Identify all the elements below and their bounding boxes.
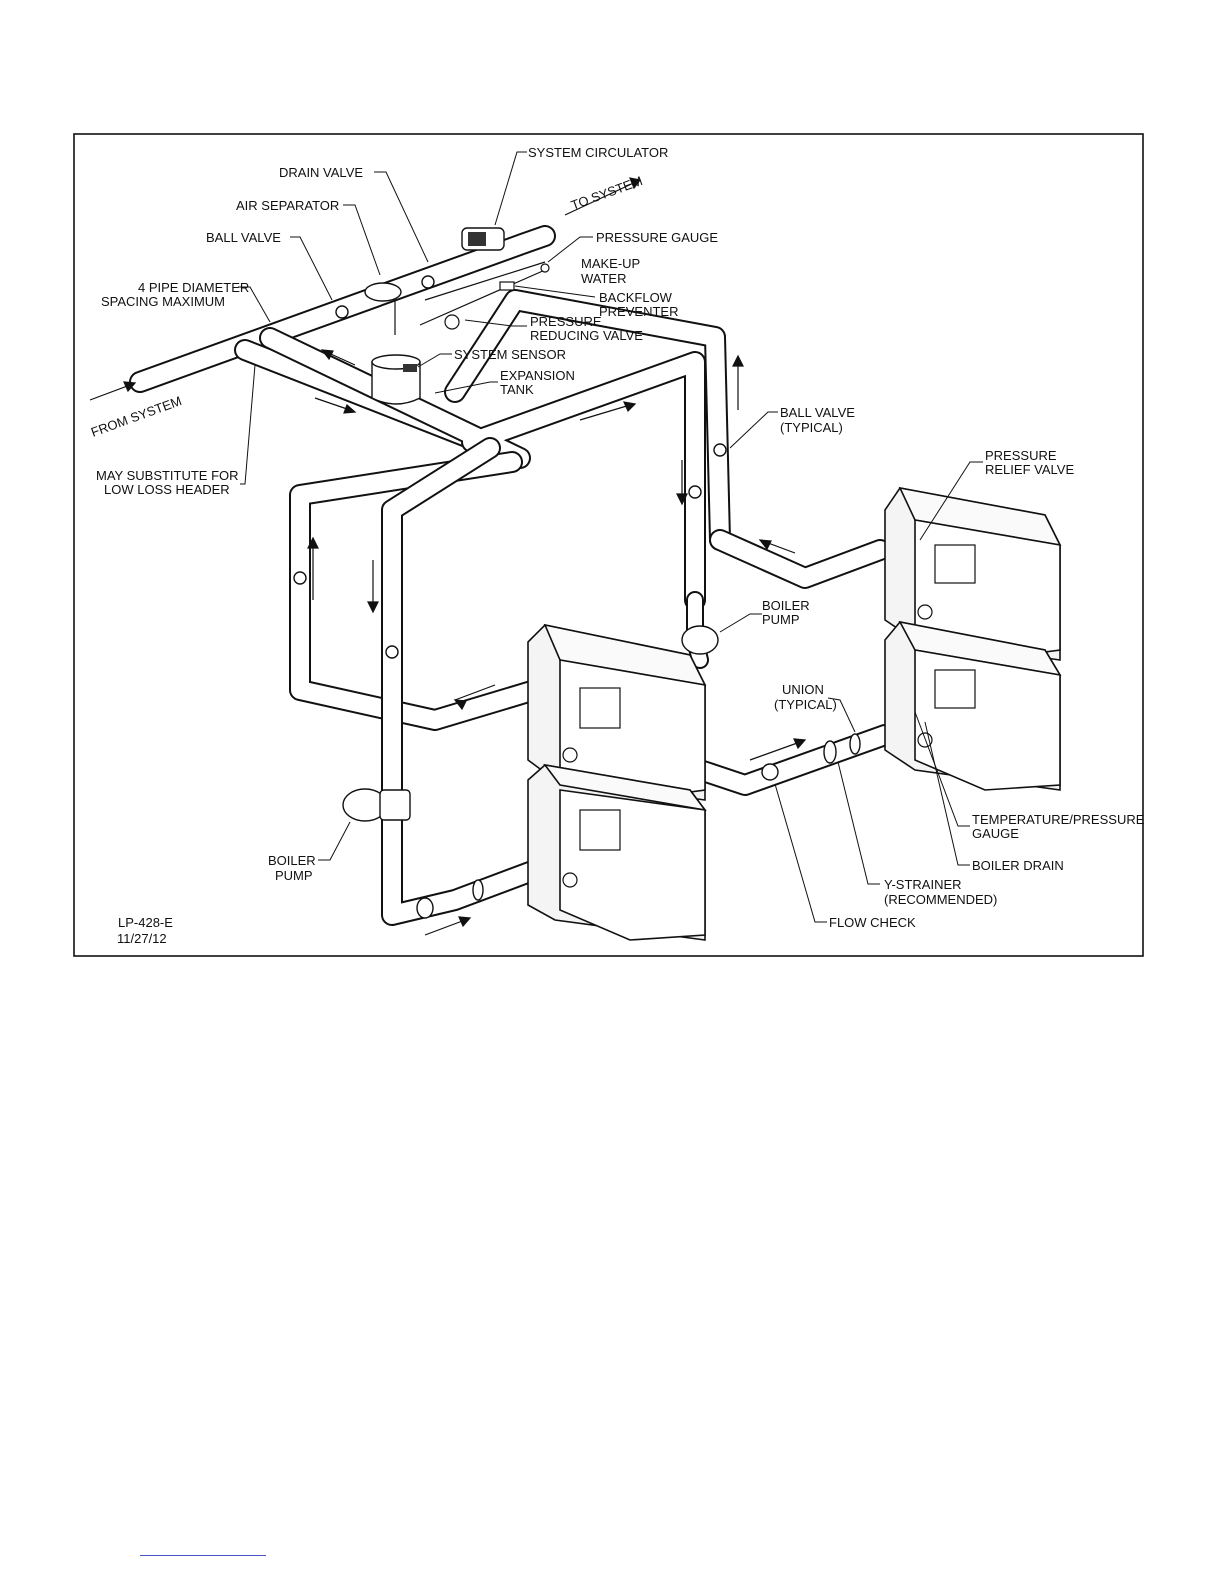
- drawing-number: LP-428-E: [118, 915, 173, 930]
- flow-check-icon: [761, 763, 779, 781]
- label-low-loss-header-2: LOW LOSS HEADER: [104, 482, 230, 497]
- pressure-reducing-valve-icon: [444, 314, 460, 330]
- leader-lines: [238, 151, 983, 923]
- label-y-strainer-2: (RECOMMENDED): [884, 892, 997, 907]
- label-ball-valve: BALL VALVE: [206, 230, 281, 245]
- system-sensor-icon: [403, 364, 417, 372]
- label-backflow-preventer-2: PREVENTER: [599, 304, 678, 319]
- label-make-up-water-1: MAKE-UP: [581, 256, 640, 271]
- boiler-stack-left: [527, 623, 707, 941]
- label-system-circulator: SYSTEM CIRCULATOR: [528, 145, 668, 160]
- label-boiler-pump-upper-1: BOILER: [762, 598, 810, 613]
- label-boiler-drain: BOILER DRAIN: [972, 858, 1064, 873]
- label-pressure-reducing-valve-1: PRESSURE: [530, 314, 602, 329]
- boiler-pump-upper-icon: [681, 625, 719, 655]
- label-pipe-spacing-1: 4 PIPE DIAMETER: [138, 280, 249, 295]
- boiler-stack-right: [884, 486, 1062, 791]
- label-temp-pressure-gauge-2: GAUGE: [972, 826, 1019, 841]
- flow-arrows: [89, 177, 807, 936]
- drawing-date: 11/27/12: [117, 931, 167, 946]
- label-expansion-tank-1: EXPANSION: [500, 368, 575, 383]
- label-y-strainer-1: Y-STRAINER: [884, 877, 962, 892]
- label-union-1: UNION: [782, 682, 824, 697]
- label-to-system: TO SYSTEM: [569, 173, 645, 213]
- y-strainer-icon: [823, 740, 837, 764]
- footer-rule: [140, 1555, 266, 1556]
- label-expansion-tank-2: TANK: [500, 382, 534, 397]
- label-union-2: (TYPICAL): [774, 697, 837, 712]
- union-icon: [849, 733, 861, 755]
- expansion-tank-icon: [371, 361, 421, 405]
- label-air-separator: AIR SEPARATOR: [236, 198, 339, 213]
- label-pressure-relief-valve-1: PRESSURE: [985, 448, 1057, 463]
- diagram-border: [73, 133, 1144, 957]
- label-temp-pressure-gauge-1: TEMPERATURE/PRESSURE: [972, 812, 1145, 827]
- label-low-loss-header-1: MAY SUBSTITUTE FOR: [96, 468, 239, 483]
- label-drain-valve: DRAIN VALVE: [279, 165, 363, 180]
- label-boiler-pump-upper-2: PUMP: [762, 612, 800, 627]
- piping-network: [129, 225, 896, 926]
- label-backflow-preventer-1: BACKFLOW: [599, 290, 673, 305]
- label-boiler-pump-lower-1: BOILER: [268, 853, 316, 868]
- air-separator-icon: [364, 282, 402, 302]
- label-system-sensor: SYSTEM SENSOR: [454, 347, 566, 362]
- drain-valve-icon: [421, 275, 435, 289]
- label-pressure-relief-valve-2: RELIEF VALVE: [985, 462, 1074, 477]
- pressure-gauge-icon: [540, 263, 550, 273]
- backflow-preventer-icon: [499, 281, 515, 291]
- components: [293, 227, 861, 919]
- label-flow-check: FLOW CHECK: [829, 915, 916, 930]
- label-ball-valve-typical-1: BALL VALVE: [780, 405, 855, 420]
- label-boiler-pump-lower-2: PUMP: [275, 868, 313, 883]
- label-pipe-spacing-2: SPACING MAXIMUM: [101, 294, 225, 309]
- label-from-system: FROM SYSTEM: [89, 393, 184, 440]
- label-ball-valve-typical-2: (TYPICAL): [780, 420, 843, 435]
- ball-valve-icon: [335, 305, 349, 319]
- label-pressure-reducing-valve-2: REDUCING VALVE: [530, 328, 643, 343]
- label-pressure-gauge: PRESSURE GAUGE: [596, 230, 718, 245]
- label-make-up-water-2: WATER: [581, 271, 627, 286]
